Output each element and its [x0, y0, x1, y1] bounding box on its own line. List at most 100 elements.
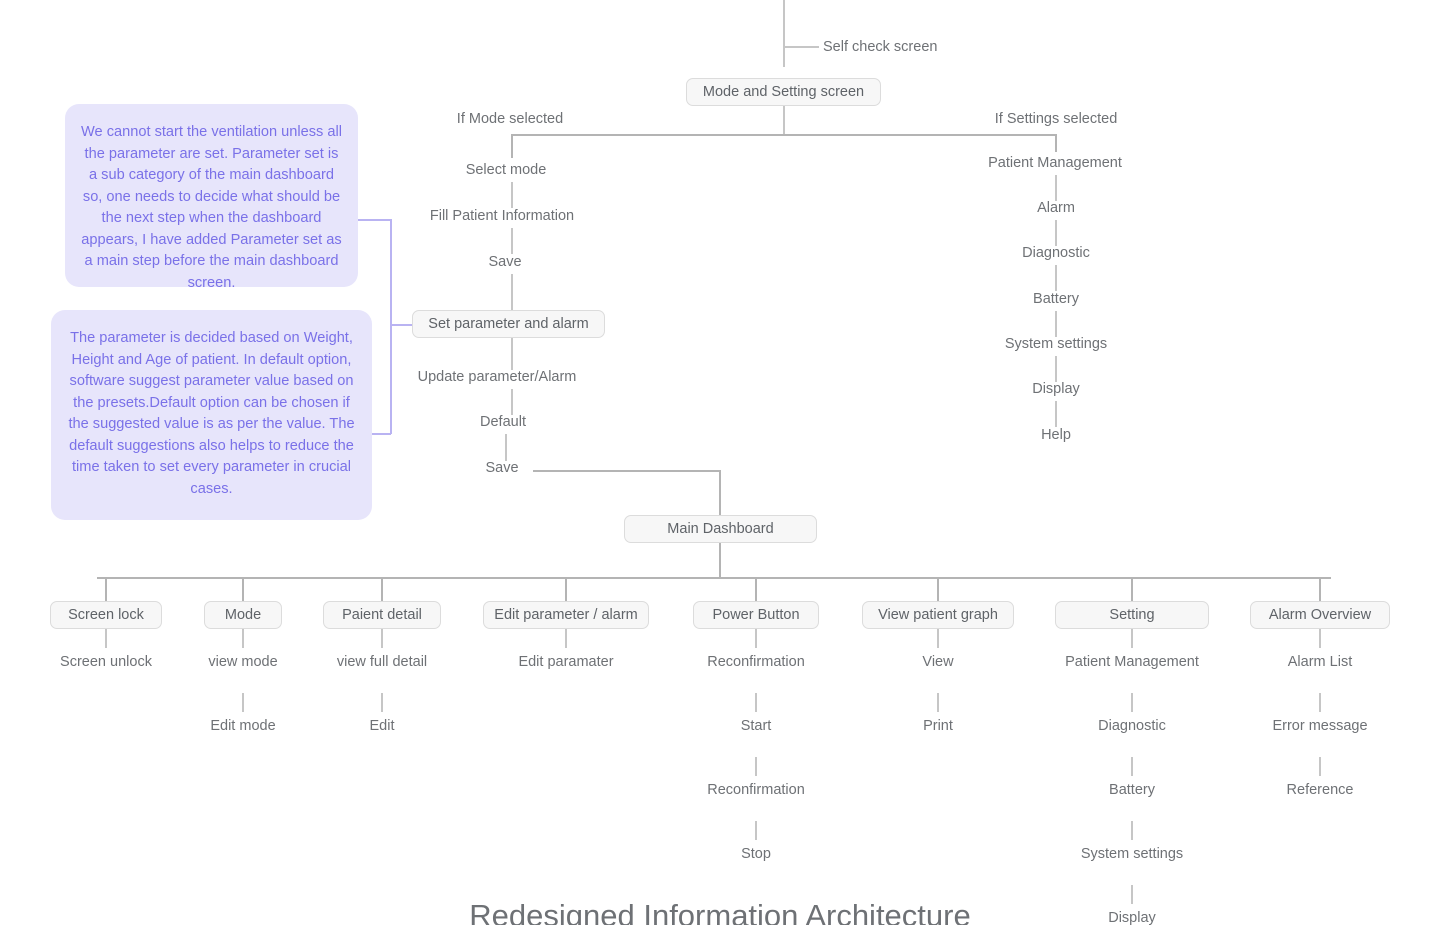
label-if-settings-selected: If Settings selected [994, 111, 1118, 127]
dashboard-col7-item-2: Reference [1286, 782, 1354, 798]
connector-top-vertical [783, 0, 785, 67]
callout-1-connector-horizontal [356, 219, 391, 221]
connector-mode-0-1 [511, 182, 513, 208]
parameter-branch-item-1: Default [480, 414, 526, 430]
connector-fanout-drop-0 [105, 577, 107, 601]
dashboard-col1-item-0: view mode [208, 654, 278, 670]
connector-mode-1-2 [511, 228, 513, 254]
dashboard-box-1[interactable]: Mode [204, 601, 282, 629]
dashboard-col7-item-1: Error message [1272, 718, 1368, 734]
dashboard-box-2[interactable]: Paient detail [323, 601, 441, 629]
connector-col1-item0 [242, 629, 244, 648]
connector-self-check-stub [783, 46, 819, 48]
dashboard-col5-item-1: Print [923, 718, 953, 734]
connector-col4-item3 [755, 821, 757, 840]
node-set-parameter-and-alarm[interactable]: Set parameter and alarm [412, 310, 605, 338]
connector-right-branch-drop [1055, 134, 1057, 152]
connector-mode-setting-down [783, 106, 785, 135]
connector-col4-item1 [755, 693, 757, 712]
dashboard-col2-item-1: Edit [369, 718, 395, 734]
dashboard-col1-item-1: Edit mode [210, 718, 276, 734]
settings-branch-item-1: Alarm [1037, 200, 1075, 216]
callout-connector-vertical-spine [390, 219, 392, 434]
connector-col5-item1 [937, 693, 939, 712]
connector-col4-item0 [755, 629, 757, 648]
connector-col1-item1 [242, 693, 244, 712]
mode-branch-item-2: Save [488, 254, 522, 270]
callout-note-1: We cannot start the ventilation unless a… [65, 104, 358, 291]
connector-col6-item2 [1131, 757, 1133, 776]
connector-dashboard-drop [719, 470, 721, 515]
connector-fanout-drop-3 [565, 577, 567, 601]
connector-fanout-drop-7 [1319, 577, 1321, 601]
connector-settings-3-4 [1055, 311, 1057, 337]
connector-col2-item1 [381, 693, 383, 712]
dashboard-col6-item-0: Patient Management [1065, 654, 1199, 670]
settings-branch-item-0: Patient Management [988, 155, 1122, 171]
connector-settings-4-5 [1055, 356, 1057, 382]
connector-param-1-2 [505, 434, 507, 461]
connector-left-branch-drop [511, 134, 513, 158]
dashboard-col6-item-3: System settings [1080, 846, 1184, 862]
connector-param-0-1 [511, 389, 513, 415]
connector-col7-item1 [1319, 693, 1321, 712]
dashboard-col2-item-0: view full detail [336, 654, 428, 670]
dashboard-box-0[interactable]: Screen lock [50, 601, 162, 629]
connector-dashboard-fanout [97, 577, 1331, 579]
dashboard-col4-item-3: Stop [741, 846, 771, 862]
dashboard-box-6[interactable]: Setting [1055, 601, 1209, 629]
settings-branch-item-6: Help [1041, 427, 1071, 443]
page-title: Redesigned Information Architecture [469, 898, 971, 925]
dashboard-col5-item-0: View [922, 654, 954, 670]
connector-settings-2-3 [1055, 265, 1057, 291]
parameter-branch-item-2: Save [485, 460, 519, 476]
mode-branch-item-0: Select mode [465, 162, 547, 178]
mode-branch-item-1: Fill Patient Information [429, 208, 575, 224]
dashboard-col4-item-1: Start [740, 718, 772, 734]
label-self-check-screen: Self check screen [823, 39, 938, 55]
dashboard-col7-item-0: Alarm List [1287, 654, 1353, 670]
dashboard-col3-item-0: Edit paramater [518, 654, 614, 670]
connector-col0-item0 [105, 629, 107, 648]
settings-branch-item-5: Display [1032, 381, 1080, 397]
node-mode-and-setting-screen[interactable]: Mode and Setting screen [686, 78, 881, 106]
connector-fanout-drop-2 [381, 577, 383, 601]
connector-col3-item0 [565, 629, 567, 648]
dashboard-col6-item-1: Diagnostic [1098, 718, 1166, 734]
connector-col4-item2 [755, 757, 757, 776]
node-main-dashboard[interactable]: Main Dashboard [624, 515, 817, 543]
connector-fanout-drop-5 [937, 577, 939, 601]
connector-col6-item0 [1131, 629, 1133, 648]
connector-col7-item0 [1319, 629, 1321, 648]
connector-dashboard-to-fanout [719, 543, 721, 579]
dashboard-col6-item-2: Battery [1109, 782, 1155, 798]
connector-fanout-drop-6 [1131, 577, 1133, 601]
connector-fanout-drop-1 [242, 577, 244, 601]
callout-note-2: The parameter is decided based on Weight… [51, 310, 372, 520]
label-if-mode-selected: If Mode selected [456, 111, 564, 127]
dashboard-box-5[interactable]: View patient graph [862, 601, 1014, 629]
dashboard-box-4[interactable]: Power Button [693, 601, 819, 629]
dashboard-box-7[interactable]: Alarm Overview [1250, 601, 1390, 629]
connector-col6-item3 [1131, 821, 1133, 840]
connector-col2-item0 [381, 629, 383, 648]
connector-setparam-down [511, 338, 513, 370]
dashboard-col0-item-0: Screen unlock [60, 654, 152, 670]
connector-settings-1-2 [1055, 220, 1057, 246]
connector-main-split [512, 134, 1057, 136]
connector-fanout-drop-4 [755, 577, 757, 601]
connector-mode-2-setparam [511, 274, 513, 310]
callout-spine-to-setparam [390, 324, 414, 326]
connector-save-to-dashboard [533, 470, 720, 472]
dashboard-box-3[interactable]: Edit parameter / alarm [483, 601, 649, 629]
connector-col6-item1 [1131, 693, 1133, 712]
parameter-branch-item-0: Update parameter/Alarm [417, 369, 577, 385]
connector-col7-item2 [1319, 757, 1321, 776]
connector-settings-0-1 [1055, 175, 1057, 201]
connector-col6-item4 [1131, 885, 1133, 904]
dashboard-col6-item-4: Display [1108, 910, 1156, 925]
dashboard-col4-item-2: Reconfirmation [707, 782, 805, 798]
settings-branch-item-3: Battery [1033, 291, 1079, 307]
connector-settings-5-6 [1055, 401, 1057, 427]
